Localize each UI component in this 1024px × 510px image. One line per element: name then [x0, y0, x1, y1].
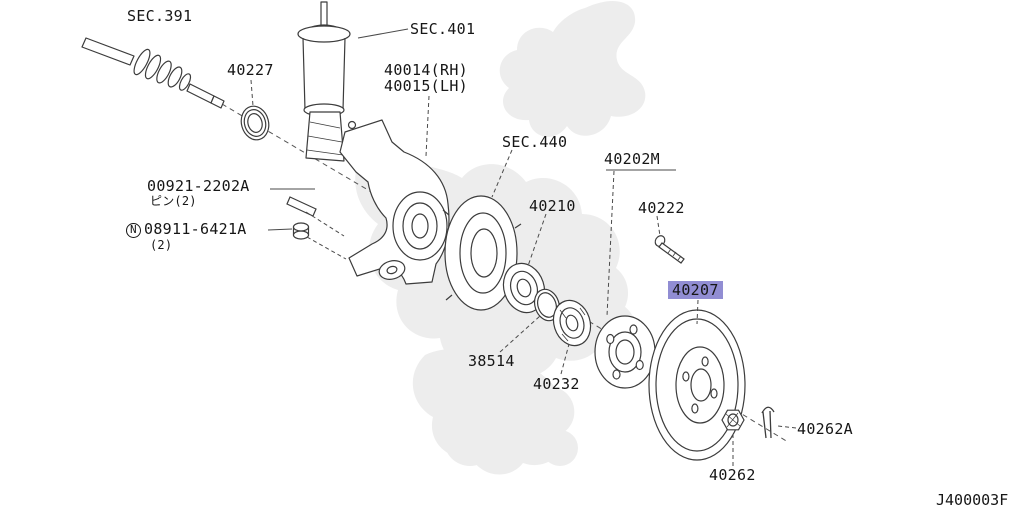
hub-40202m-graphic — [594, 315, 656, 389]
drive-shaft-graphic — [81, 37, 225, 109]
splash-shield-graphic — [442, 195, 522, 311]
label-part-40232[interactable]: 40232 — [533, 375, 580, 393]
bolt-40222-graphic — [654, 235, 685, 264]
label-part-40222[interactable]: 40222 — [638, 199, 685, 217]
label-part-40262[interactable]: 40262 — [709, 466, 756, 484]
bearing-40232-graphic — [552, 299, 592, 347]
pin-00921-graphic — [286, 196, 317, 217]
nut-08911-graphic — [292, 222, 310, 240]
cotter-pin-40262a-graphic — [761, 406, 775, 439]
label-part-40210[interactable]: 40210 — [529, 197, 576, 215]
circled-n-icon: N — [126, 223, 141, 238]
label-sec-391[interactable]: SEC.391 — [127, 7, 193, 25]
label-sec-401[interactable]: SEC.401 — [410, 20, 476, 38]
knuckle-graphic — [339, 119, 450, 285]
ring-38514-graphic — [533, 288, 561, 322]
strut-graphic — [297, 1, 360, 162]
label-part-40227[interactable]: 40227 — [227, 61, 274, 79]
label-part-40262a[interactable]: 40262A — [797, 420, 853, 438]
label-part-40015-lh[interactable]: 40015(LH) — [384, 77, 468, 95]
label-part-38514[interactable]: 38514 — [468, 352, 515, 370]
label-qty-2: (2) — [150, 238, 173, 252]
part-number-text: 08911-6421A — [144, 220, 247, 238]
label-part-40202m[interactable]: 40202M — [604, 150, 660, 168]
label-part-40207-highlighted[interactable]: 40207 — [668, 281, 723, 299]
label-sec-440[interactable]: SEC.440 — [502, 133, 568, 151]
rotor-40207-graphic — [648, 309, 746, 461]
label-qty-pin-2: ピン(2) — [150, 194, 197, 208]
leader-lines — [250, 28, 797, 466]
label-part-40014-rh[interactable]: 40014(RH) — [384, 61, 468, 79]
drawing-id: J400003F — [936, 491, 1009, 509]
nut-40262-graphic — [721, 409, 745, 431]
seal-40227-graphic — [240, 105, 270, 141]
label-part-00921-2202a[interactable]: 00921-2202A — [147, 177, 250, 195]
